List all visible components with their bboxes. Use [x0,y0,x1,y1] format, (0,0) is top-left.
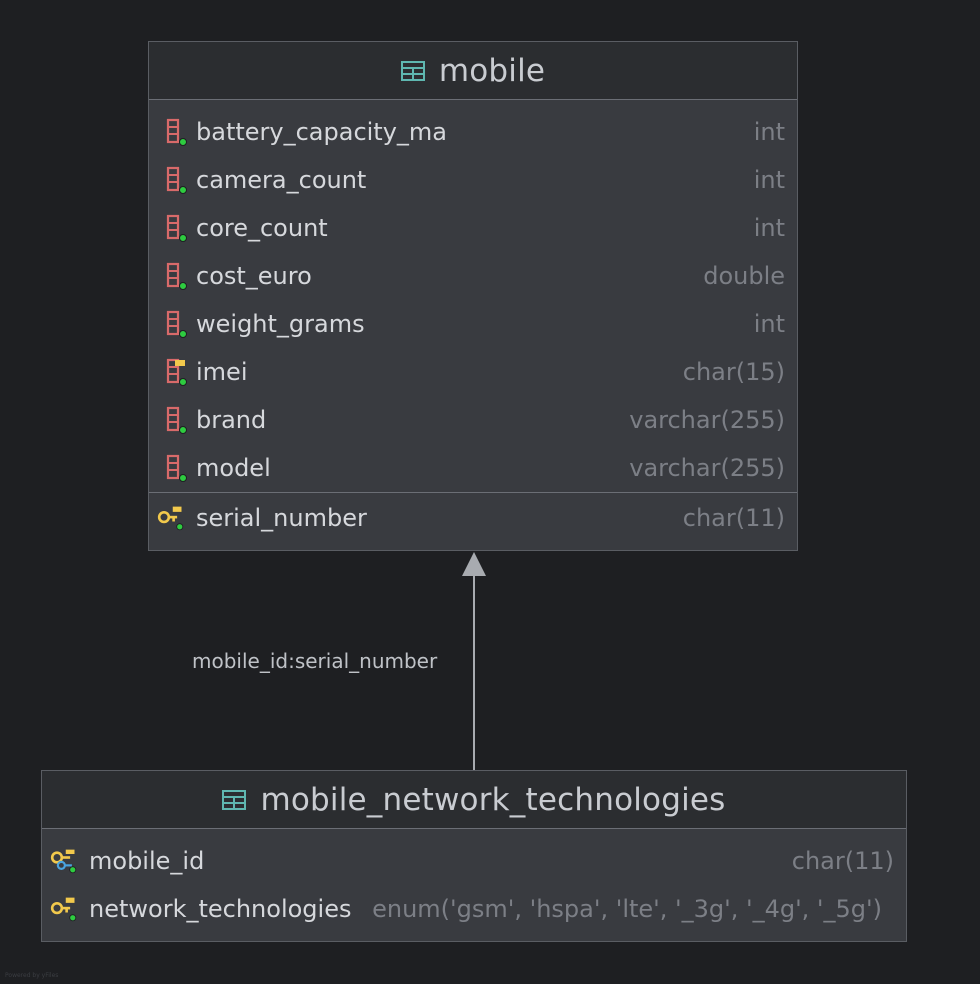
column-row[interactable]: imei char(15) [149,348,797,396]
column-type: double [703,262,785,290]
column-type: int [753,214,785,242]
table-icon [400,60,425,81]
column-type: varchar(255) [629,454,785,482]
column-type: int [753,166,785,194]
column-name: network_technologies [89,895,352,923]
column-type: char(11) [682,504,785,532]
column-row-primary-key[interactable]: serial_number char(11) [149,493,797,543]
unique-key-column-icon [166,358,187,386]
column-name: brand [196,406,267,434]
table-mobile-network-technologies[interactable]: mobile_network_technologies mobile_id ch… [41,770,907,942]
primary-key-icon [157,506,184,531]
column-name: imei [196,358,248,386]
column-row-foreign-key[interactable]: mobile_id char(11) [42,837,906,885]
column-icon [166,214,187,242]
column-type: int [753,118,785,146]
primary-foreign-key-icon [50,849,77,874]
column-icon [166,406,187,434]
column-name: model [196,454,271,482]
column-row[interactable]: brand varchar(255) [149,396,797,444]
column-name: cost_euro [196,262,312,290]
column-row[interactable]: model varchar(255) [149,444,797,492]
column-row[interactable]: camera_count int [149,156,797,204]
arrowhead-icon [462,552,486,576]
column-name: battery_capacity_ma [196,118,448,146]
edge-label: mobile_id:serial_number [192,649,438,673]
column-icon [166,166,187,194]
column-row[interactable]: core_count int [149,204,797,252]
column-name: core_count [196,214,328,242]
table-icon [222,789,247,810]
column-type: int [753,310,785,338]
column-row[interactable]: battery_capacity_ma int [149,108,797,156]
key-separator [149,492,797,493]
column-row[interactable]: weight_grams int [149,300,797,348]
table-title: mobile_network_technologies [260,781,726,818]
column-type: enum('gsm', 'hspa', 'lte', '_3g', '_4g',… [372,895,882,923]
column-type: varchar(255) [629,406,785,434]
column-name: weight_grams [196,310,365,338]
column-icon [166,310,187,338]
column-name: camera_count [196,166,367,194]
table-header[interactable]: mobile_network_technologies [42,771,906,829]
column-icon [166,454,187,482]
table-header[interactable]: mobile [149,42,797,100]
column-name: mobile_id [89,847,205,875]
column-name: serial_number [196,504,367,532]
column-type: char(15) [682,358,785,386]
primary-key-icon [50,897,77,922]
column-icon [166,118,187,146]
column-icon [166,262,187,290]
table-mobile[interactable]: mobile battery_capacity_ma int camera_co… [148,41,798,551]
watermark: Powered by yFiles [5,972,59,979]
column-type: char(11) [791,847,894,875]
table-title: mobile [438,52,546,89]
column-row-primary-key[interactable]: network_technologies enum('gsm', 'hspa',… [42,885,906,933]
column-row[interactable]: cost_euro double [149,252,797,300]
